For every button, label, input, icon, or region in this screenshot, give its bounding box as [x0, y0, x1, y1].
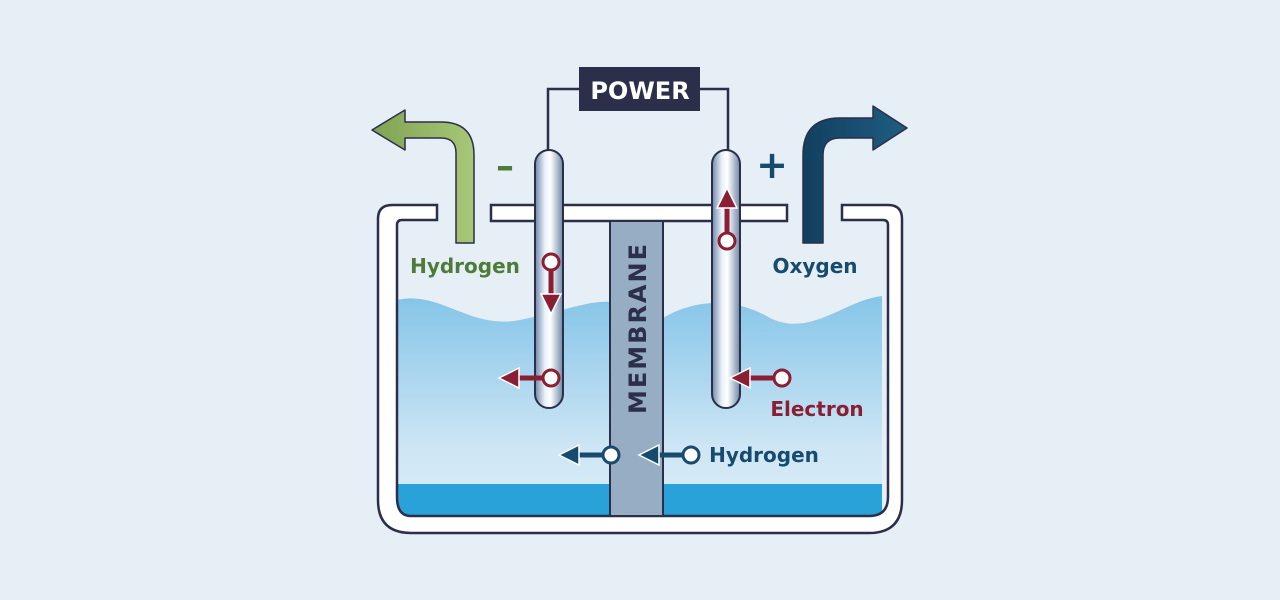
electron-arrow-anode-left: [728, 366, 792, 390]
electron-arrow-cathode-left: [497, 366, 561, 390]
power-label: POWER: [590, 77, 689, 105]
electron-arrow-cathode-down: [539, 252, 563, 316]
power-source: POWER: [579, 67, 700, 111]
membrane-label: MEMBRANE: [624, 242, 652, 414]
electron-label: Electron: [770, 397, 863, 421]
hydrogen-ion-arrow-right: [637, 443, 701, 467]
hydrogen-ion-label: Hydrogen: [709, 443, 819, 467]
hydrogen-outlet-arrow: [371, 109, 475, 244]
hydrogen-gas-label: Hydrogen: [410, 254, 520, 278]
cathode-sign: –: [496, 146, 514, 187]
membrane: MEMBRANE: [609, 220, 664, 517]
hydrogen-ion-arrow-left: [557, 443, 621, 467]
anode-electrode: [711, 149, 741, 409]
oxygen-outlet-arrow: [802, 105, 908, 244]
power-wire: [546, 87, 730, 153]
tank-outline: [376, 203, 904, 535]
electron-arrow-anode-up: [715, 186, 739, 251]
oxygen-gas-label: Oxygen: [772, 254, 857, 278]
anode-sign: +: [756, 143, 788, 187]
